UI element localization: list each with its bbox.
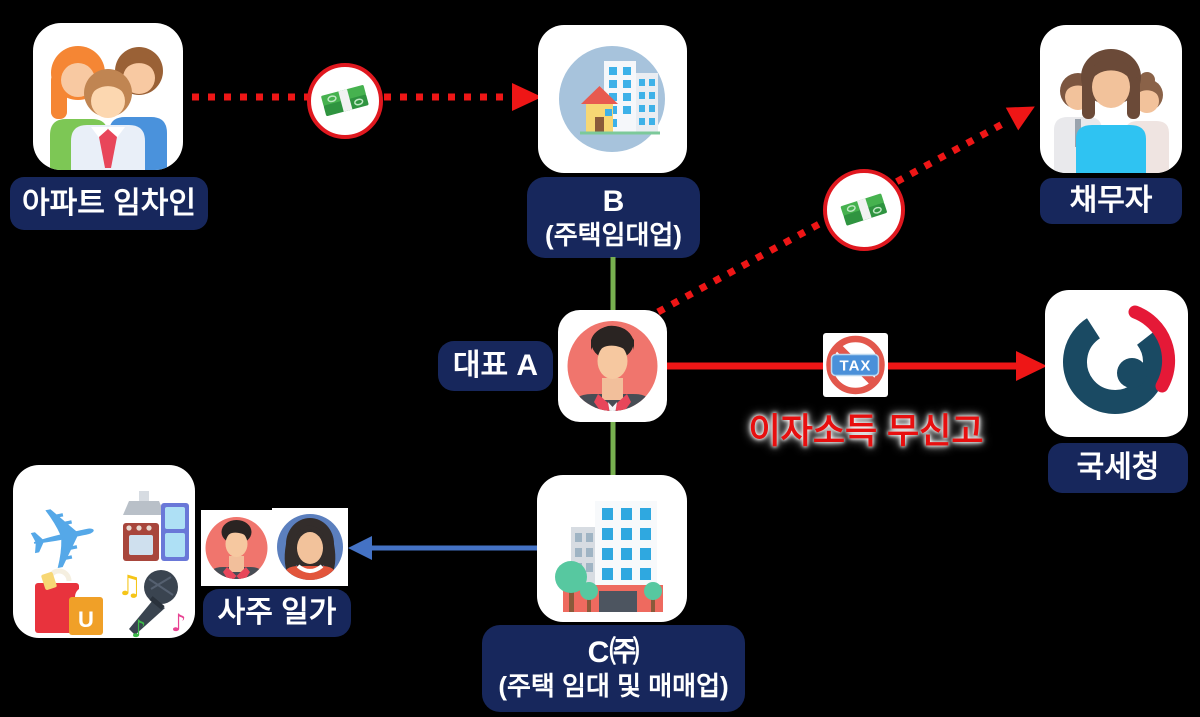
tax-badge-text: TAX (840, 358, 872, 375)
company-c-card (537, 475, 687, 622)
tenants-group-icon (50, 46, 167, 170)
debtors-card (1040, 25, 1182, 173)
debtors-label: 채무자 (1040, 178, 1182, 224)
rep-a-label-text: 대표 A (452, 349, 539, 383)
range-hood-icon (123, 501, 165, 515)
microphone-icon (129, 570, 178, 635)
arrow-c-to-family (348, 536, 540, 560)
nts-label-text: 국세청 (1076, 451, 1160, 485)
company-c-label: C㈜ (주택 임대 및 매매업) (482, 625, 745, 712)
company-b-label: B (주택임대업) (527, 177, 700, 258)
cash-stack-icon (840, 193, 887, 226)
tenants-card (33, 23, 183, 170)
stove-icon (123, 523, 159, 561)
company-b-name: B (602, 185, 625, 219)
family-label: 사주 일가 (203, 589, 351, 637)
family-man-avatar (201, 510, 272, 586)
music-note-icon: ♫ (117, 569, 142, 602)
no-tax-icon: TAX (823, 333, 888, 397)
rental-buildings-icon (559, 46, 665, 152)
rep-a-label: 대표 A (438, 341, 553, 391)
debtors-group-icon (1054, 49, 1169, 173)
rep-a-card (558, 310, 667, 422)
tenants-label: 아파트 임차인 (10, 177, 208, 230)
luxury-goods-card: ✈ U (13, 465, 195, 638)
music-note-icon: ♪ (171, 609, 186, 637)
nts-card (1045, 290, 1188, 437)
family-woman-avatar (272, 508, 348, 586)
company-b-desc: (주택임대업) (545, 219, 682, 250)
company-c-name: C㈜ (587, 636, 640, 670)
fridge-icon (161, 503, 189, 561)
office-building-icon (555, 501, 663, 612)
cash-stack-icon (321, 85, 369, 117)
tenants-label-text: 아파트 임차인 (22, 186, 196, 220)
money-icon (307, 63, 383, 139)
arrow-repa-to-debtors (656, 106, 1035, 316)
woman-avatar-icon (277, 514, 343, 580)
no-report-annotation: 이자소득 무신고 (748, 412, 984, 451)
man-avatar-icon (205, 517, 268, 579)
nts-label: 국세청 (1048, 443, 1188, 493)
airplane-icon: ✈ (18, 483, 109, 596)
luxury-goods-icon: ✈ U (18, 483, 189, 638)
korea-gov-emblem-icon (1063, 305, 1176, 414)
tax-ban-sign-icon: TAX (826, 335, 885, 395)
shopping-bags-icon: U (35, 568, 103, 635)
company-c-desc: (주택 임대 및 매매업) (498, 670, 729, 701)
rep-a-avatar-icon (567, 321, 658, 411)
bag-letter: U (78, 607, 94, 632)
music-note-icon: ♪ (131, 615, 146, 638)
family-label-text: 사주 일가 (217, 596, 337, 630)
debtors-label-text: 채무자 (1069, 184, 1153, 218)
money-icon (823, 169, 905, 251)
company-b-card (538, 25, 687, 173)
